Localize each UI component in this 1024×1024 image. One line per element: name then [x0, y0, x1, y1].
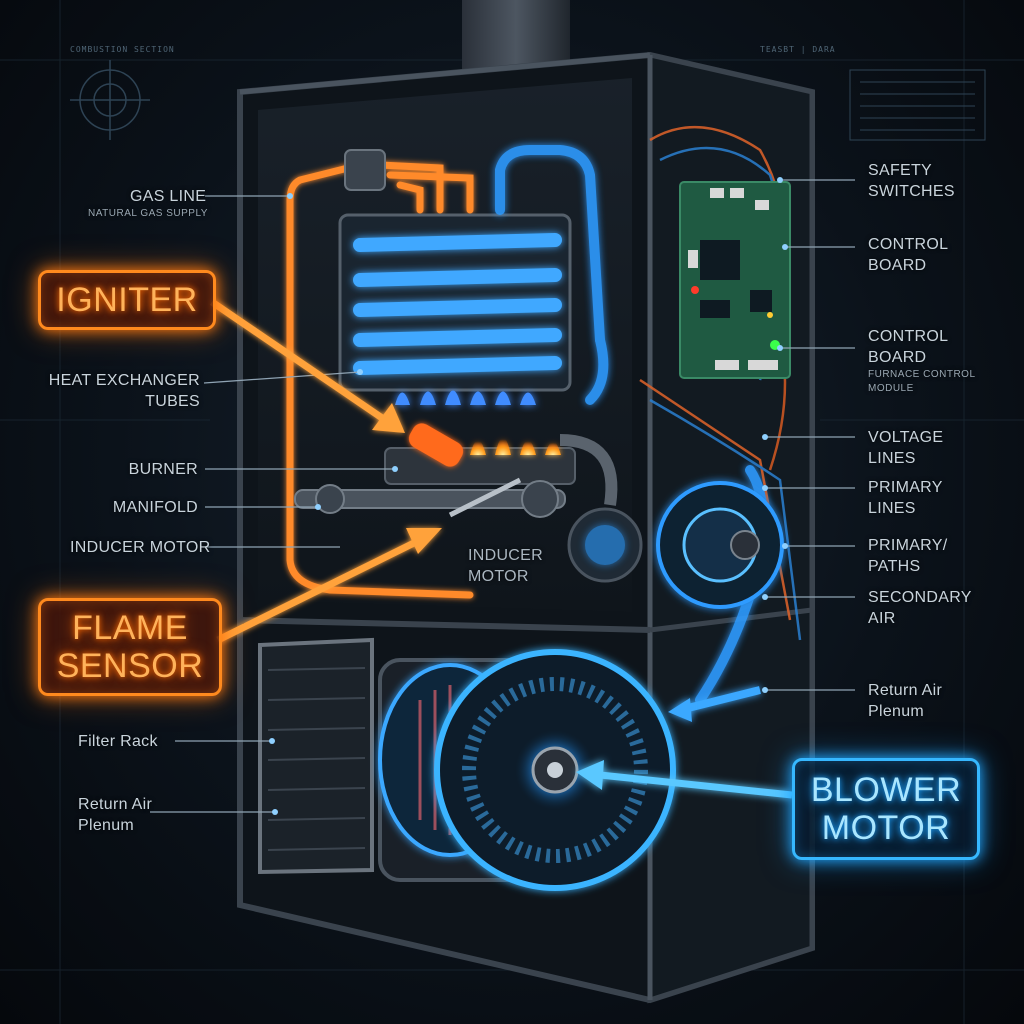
label-return-air-plenum-left: Return Air Plenum: [78, 794, 152, 836]
heat-exchanger: [338, 213, 572, 392]
label-control-board2-line2: BOARD: [868, 349, 927, 366]
flame-sensor-callout: FLAME SENSOR: [38, 598, 222, 696]
burner-flames-blue: [395, 390, 536, 405]
label-filter-rack: Filter Rack: [78, 733, 158, 750]
label-control-board: CONTROL BOARD: [868, 234, 948, 276]
leader-lines: [150, 179, 855, 813]
label-secondary-air-line2: AIR: [868, 610, 896, 627]
hud-data-panel: [849, 69, 986, 141]
label-burner: BURNER: [128, 461, 198, 478]
label-return-air-right-line2: Plenum: [868, 703, 925, 720]
label-manifold: MANIFOLD: [112, 499, 198, 516]
return-air-arrow: [679, 686, 761, 714]
label-heat-exchanger-line1: HEAT EXCHANGER: [48, 372, 200, 389]
label-return-air-right-line1: Return Air: [868, 682, 943, 699]
label-gas-line-text: GAS LINE: [130, 188, 207, 205]
label-safety-line2: SWITCHES: [868, 183, 955, 200]
label-secondary-air: SECONDARY AIR: [868, 587, 972, 629]
flame-sensor-callout-line2: SENSOR: [56, 647, 204, 685]
manifold: [294, 480, 566, 518]
label-voltage-line1: VOLTAGE: [868, 429, 944, 446]
label-primary-lines-line1: PRIMARY: [868, 479, 943, 496]
igniter-arrow: [210, 299, 405, 433]
label-control-board2-sub2: MODULE: [868, 383, 914, 394]
label-voltage-line2: LINES: [868, 450, 916, 467]
hud-caption-right: TEASBT | DARA: [760, 45, 836, 54]
igniter-callout: IGNITER: [38, 270, 216, 330]
label-voltage-lines: VOLTAGE LINES: [868, 427, 943, 469]
blower-motor-callout: BLOWER MOTOR: [792, 758, 980, 860]
control-board: [679, 181, 791, 379]
label-control-board-line2: BOARD: [868, 257, 927, 274]
label-return-air-left-line1: Return Air: [78, 796, 153, 813]
label-control-board-line1: CONTROL: [868, 236, 949, 253]
label-return-air-left-line2: Plenum: [78, 817, 135, 834]
inducer-fan-housing: [656, 481, 784, 609]
label-inducer-inner-line2: MOTOR: [468, 568, 529, 585]
flame-sensor-rod: [448, 477, 522, 518]
filter-rack: [258, 637, 374, 875]
label-primary-paths-line1: PRIMARY/: [868, 537, 948, 554]
label-safety-line1: SAFETY: [868, 162, 933, 179]
label-gas-line: GAS LINE NATURAL GAS SUPPLY: [88, 186, 208, 221]
label-heat-exchanger-line2: TUBES: [145, 393, 200, 410]
blower-motor: [378, 649, 676, 891]
blower-motor-arrow: [576, 760, 793, 799]
flame-sensor-arrow: [216, 528, 442, 644]
burner-flames-orange: [470, 437, 561, 455]
label-return-air-plenum-right: Return Air Plenum: [868, 680, 942, 722]
label-primary-paths: PRIMARY/ PATHS: [868, 535, 947, 577]
flame-sensor-callout-line1: FLAME: [72, 609, 188, 647]
label-control-board2-sub1: FURNACE CONTROL: [868, 369, 976, 380]
label-inducer-motor: INDUCER MOTOR: [70, 539, 211, 556]
igniter: [408, 423, 464, 467]
label-primary-lines-line2: LINES: [868, 500, 916, 517]
label-control-board2-line1: CONTROL: [868, 328, 949, 345]
inducer-motor: [559, 434, 643, 583]
label-gas-line-sub: NATURAL GAS SUPPLY: [88, 208, 208, 219]
blower-motor-callout-line2: MOTOR: [821, 809, 951, 847]
label-inducer-motor-inner: INDUCER MOTOR: [468, 545, 543, 587]
label-primary-lines: PRIMARY LINES: [868, 477, 943, 519]
label-safety-switches: SAFETY SWITCHES: [868, 160, 955, 202]
blower-motor-callout-line1: BLOWER: [810, 771, 962, 809]
label-primary-paths-line2: PATHS: [868, 558, 921, 575]
gas-line: [286, 161, 474, 599]
gas-valve: [344, 149, 386, 191]
label-heat-exchanger: HEAT EXCHANGER TUBES: [40, 370, 200, 412]
label-inducer-inner-line1: INDUCER: [468, 547, 543, 564]
hud-caption-left: COMBUSTION SECTION: [70, 45, 175, 54]
hud-reticle-icon: [70, 60, 150, 140]
label-control-board-module: CONTROL BOARD FURNACE CONTROL MODULE: [868, 326, 976, 396]
label-secondary-air-line1: SECONDARY: [868, 589, 972, 606]
